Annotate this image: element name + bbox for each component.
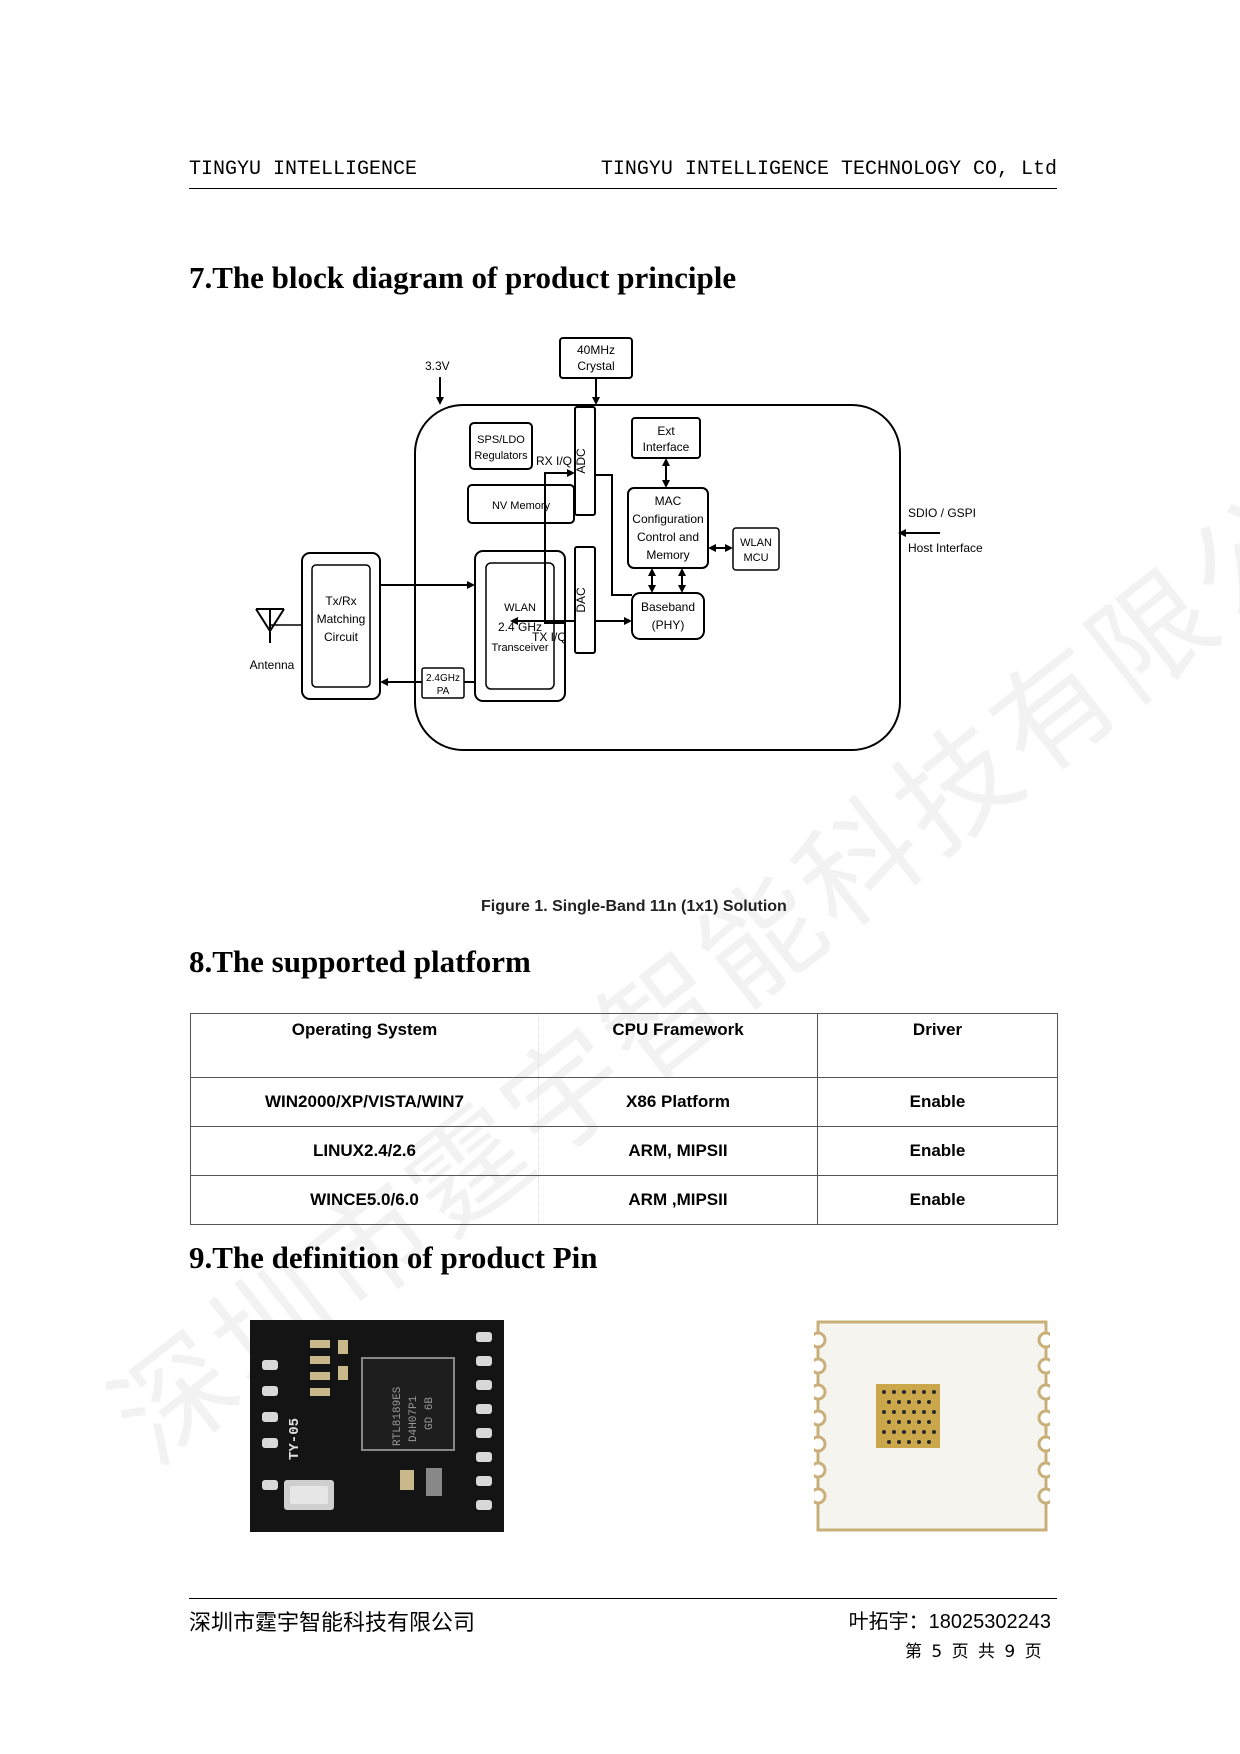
col-cpu: CPU Framework <box>538 1013 818 1078</box>
wlan-l3: Transceiver <box>491 642 548 654</box>
section-7-heading: 7.The block diagram of product principle <box>189 260 737 295</box>
footer-company: 深圳市霆宇智能科技有限公司 <box>189 1611 476 1636</box>
chip-boundary <box>414 404 901 751</box>
dac-box <box>574 546 596 654</box>
power-label: 3.3V <box>425 359 450 373</box>
cell-driver: Enable <box>817 1126 1058 1176</box>
dac-label: DAC <box>574 587 588 613</box>
mac-box <box>627 487 709 569</box>
txrx-l1: Tx/Rx <box>325 594 356 608</box>
chip-mark-1: RTL8189ES <box>392 1386 404 1446</box>
baseband-box <box>631 592 705 640</box>
table-header-row: Operating System CPU Framework Driver <box>190 1013 1058 1078</box>
table-row: WINCE5.0/6.0 ARM ,MIPSII Enable <box>190 1175 1058 1225</box>
ext-l2: Interface <box>643 440 690 454</box>
txrx-l2: Matching <box>317 612 366 626</box>
section-9-heading: 9.The definition of product Pin <box>189 1240 598 1275</box>
module-mark: TY-05 <box>287 1418 303 1460</box>
col-driver: Driver <box>817 1013 1058 1078</box>
sps-l1: SPS/LDO <box>477 434 525 446</box>
wmcu-l1: WLAN <box>740 537 772 549</box>
pa-l2: PA <box>437 686 450 697</box>
cell-os: WINCE5.0/6.0 <box>190 1175 539 1225</box>
wmcu-l2: MCU <box>743 552 768 564</box>
mac-l4: Memory <box>646 548 689 562</box>
page-number: 第 5 页 共 9 页 <box>905 1642 1044 1662</box>
host-label: Host Interface <box>908 541 983 555</box>
wlan-l2: 2.4 GHz <box>498 620 542 634</box>
bb-l1: Baseband <box>641 600 695 614</box>
nv-label: NV Memory <box>492 500 551 512</box>
adc-label: ADC <box>574 448 588 474</box>
page-footer: 深圳市霆宇智能科技有限公司 叶拓宇：18025302243 <box>189 1598 1057 1636</box>
antenna-label: Antenna <box>250 658 295 672</box>
mac-l1: MAC <box>655 494 682 508</box>
wlan-l1: WLAN <box>504 602 536 614</box>
cell-os: LINUX2.4/2.6 <box>190 1126 539 1176</box>
cell-cpu: X86 Platform <box>538 1077 818 1127</box>
figure-caption: Figure 1. Single-Band 11n (1x1) Solution <box>481 898 787 915</box>
footer-contact: 叶拓宇：18025302243 <box>848 1611 1051 1633</box>
col-os: Operating System <box>190 1013 539 1078</box>
txiq-label: TX I/Q <box>532 630 567 644</box>
txrx-l3: Circuit <box>324 630 359 644</box>
mac-l3: Control and <box>637 530 699 544</box>
ext-l1: Ext <box>657 424 675 438</box>
cell-cpu: ARM, MIPSII <box>538 1126 818 1176</box>
block-diagram: 3.3V 40MHz Crystal SPS/LDO Regulators NV… <box>250 337 983 751</box>
header-right: TINGYU INTELLIGENCE TECHNOLOGY CO, Ltd <box>600 158 1057 181</box>
table-row: LINUX2.4/2.6 ARM, MIPSII Enable <box>190 1126 1058 1176</box>
platform-table: Operating System CPU Framework Driver WI… <box>190 1013 1058 1225</box>
txrx-box <box>301 552 381 700</box>
rxiq-label: RX I/Q <box>536 454 572 468</box>
chip-mark-3: GD 6B <box>424 1397 436 1430</box>
bb-l2: (PHY) <box>652 618 685 632</box>
cell-driver: Enable <box>817 1077 1058 1127</box>
cell-os: WIN2000/XP/VISTA/WIN7 <box>190 1077 539 1127</box>
section-8-heading: 8.The supported platform <box>189 944 531 979</box>
crystal-l1: 40MHz <box>577 343 615 357</box>
cell-driver: Enable <box>817 1175 1058 1225</box>
wlan-mcu-box <box>732 527 780 571</box>
cell-cpu: ARM ,MIPSII <box>538 1175 818 1225</box>
sps-box <box>469 422 533 470</box>
header-left: TINGYU INTELLIGENCE <box>189 158 418 181</box>
wlan-box <box>474 550 566 702</box>
table-row: WIN2000/XP/VISTA/WIN7 X86 Platform Enabl… <box>190 1077 1058 1127</box>
module-bottom-photo <box>814 1320 1050 1532</box>
pa-l1: 2.4GHz <box>426 673 460 684</box>
sps-l2: Regulators <box>474 450 528 462</box>
adc-box <box>574 406 596 516</box>
page-header: TINGYU INTELLIGENCE TINGYU INTELLIGENCE … <box>189 158 1057 189</box>
chip-mark-2: D4H07P1 <box>408 1395 420 1442</box>
mac-l2: Configuration <box>632 512 703 526</box>
crystal-l2: Crystal <box>577 359 614 373</box>
module-top-photo: RTL8189ES D4H07P1 GD 6B TY-05 <box>250 1320 504 1532</box>
sdio-label: SDIO / GSPI <box>908 506 976 520</box>
